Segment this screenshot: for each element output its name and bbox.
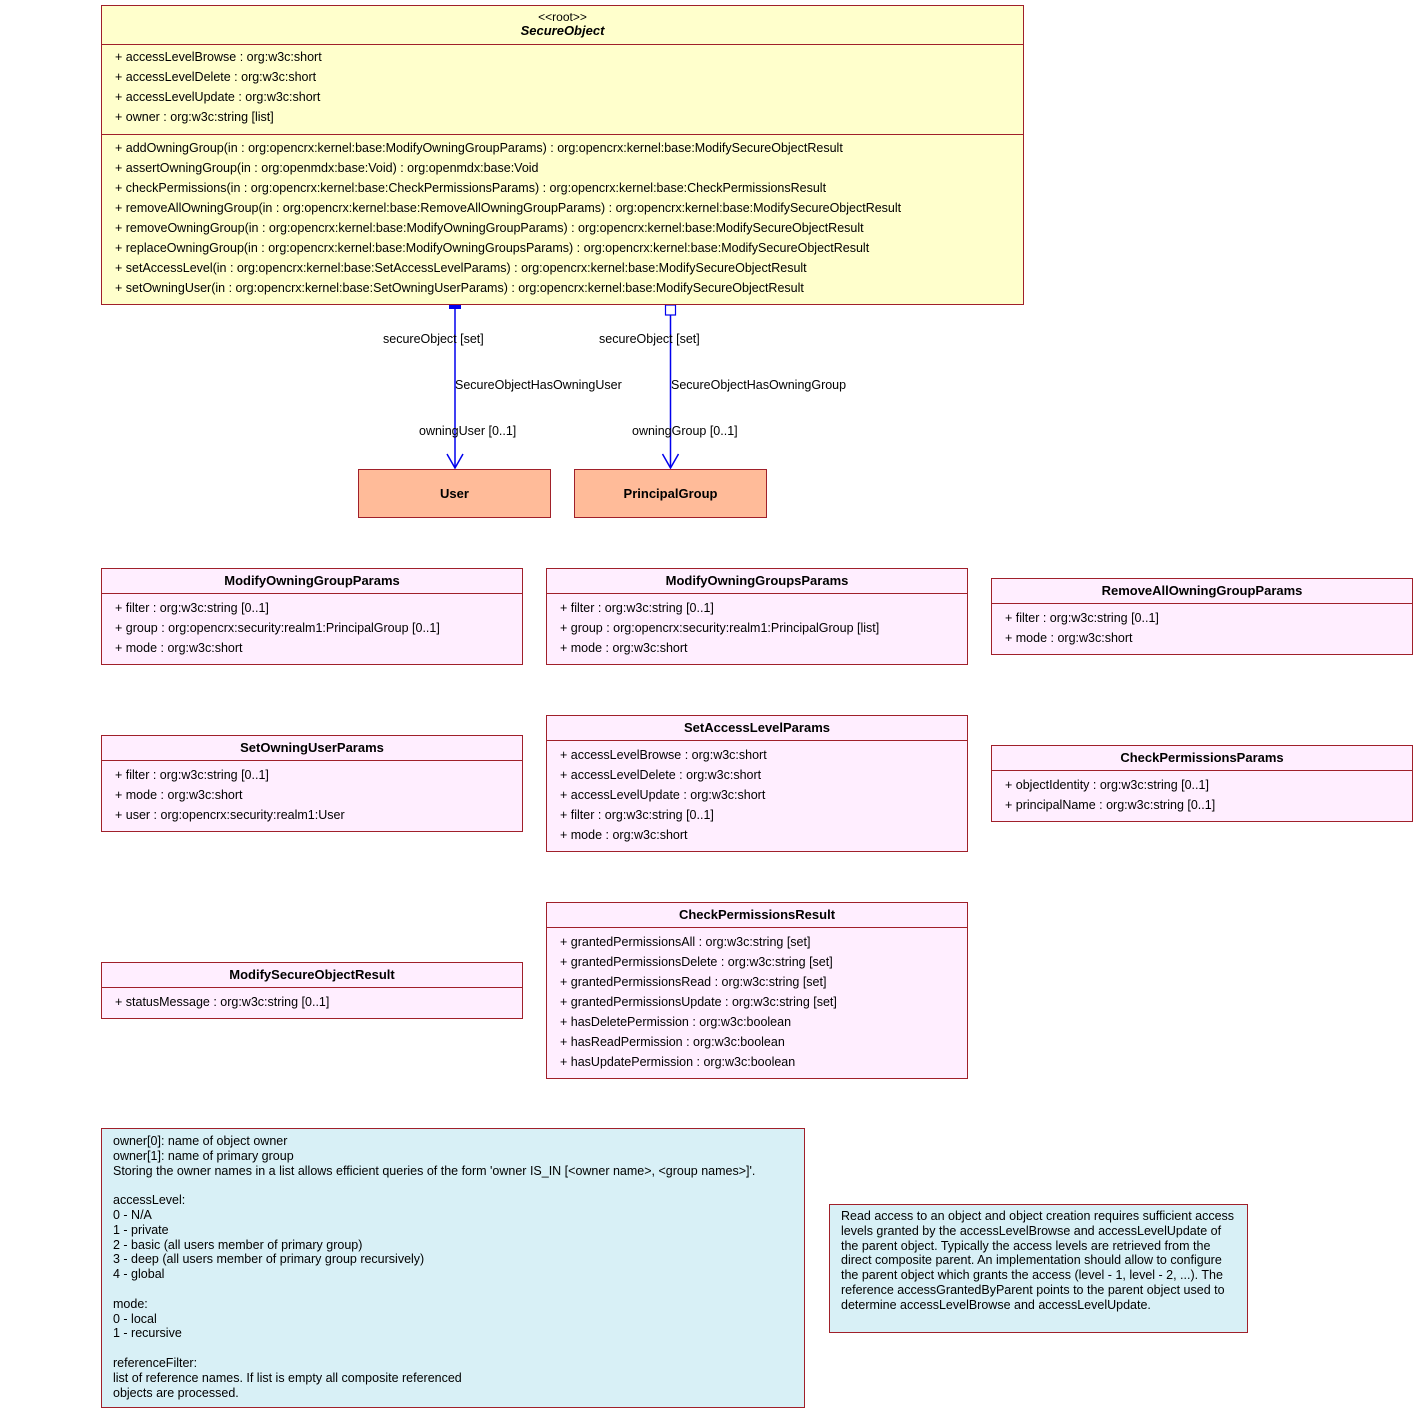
attribute-row: + filter : org:w3c:string [0..1] [560, 808, 714, 822]
class-name: CheckPermissionsParams [992, 746, 1412, 771]
principal-group-class: PrincipalGroup [574, 469, 767, 518]
operation-row: + replaceOwningGroup(in : org:opencrx:ke… [115, 241, 870, 255]
class-attributes: + accessLevelBrowse : org:w3c:short + ac… [547, 741, 967, 848]
attribute-row: + accessLevelUpdate : org:w3c:short [560, 788, 766, 802]
secure-object-name: SecureObject [520, 23, 605, 38]
secure-object-stereotype: <<root>> [538, 10, 587, 24]
group-target-role-label: owningGroup [0..1] [632, 424, 738, 438]
attribute-row: + grantedPermissionsUpdate : org:w3c:str… [560, 995, 837, 1009]
attribute-row: + filter : org:w3c:string [0..1] [115, 601, 269, 615]
attribute-row: + group : org:opencrx:security:realm1:Pr… [115, 621, 440, 635]
attribute-row: + filter : org:w3c:string [0..1] [115, 768, 269, 782]
operation-row: + setAccessLevel(in : org:opencrx:kernel… [115, 261, 807, 275]
attribute-row: + accessLevelDelete : org:w3c:short [560, 768, 762, 782]
class-name: SetOwningUserParams [102, 736, 522, 761]
attribute-row: + grantedPermissionsRead : org:w3c:strin… [560, 975, 827, 989]
read-access-note: Read access to an object and object crea… [829, 1204, 1248, 1333]
check-permissions-params-class: CheckPermissionsParams + objectIdentity … [991, 745, 1413, 822]
secure-object-class: <<root>> SecureObject + accessLevelBrows… [101, 5, 1024, 305]
attribute-row: + statusMessage : org:w3c:string [0..1] [115, 995, 330, 1009]
attribute-row: + principalName : org:w3c:string [0..1] [1005, 798, 1216, 812]
attribute-row: + owner : org:w3c:string [list] [115, 110, 274, 124]
group-association-name-label: SecureObjectHasOwningGroup [671, 378, 847, 392]
owner-access-level-note: owner[0]: name of object owner owner[1]:… [101, 1128, 805, 1408]
set-access-level-params-class: SetAccessLevelParams + accessLevelBrowse… [546, 715, 968, 852]
attribute-row: + mode : org:w3c:short [115, 788, 243, 802]
attribute-row: + user : org:opencrx:security:realm1:Use… [115, 808, 345, 822]
operation-row: + removeOwningGroup(in : org:opencrx:ker… [115, 221, 864, 235]
operation-row: + checkPermissions(in : org:opencrx:kern… [115, 181, 827, 195]
secure-object-header: <<root>> SecureObject [102, 6, 1023, 45]
operation-row: + setOwningUser(in : org:opencrx:kernel:… [115, 281, 804, 295]
secure-object-attributes: + accessLevelBrowse : org:w3c:short + ac… [102, 45, 1023, 135]
attribute-row: + filter : org:w3c:string [0..1] [1005, 611, 1159, 625]
attribute-row: + accessLevelDelete : org:w3c:short [115, 70, 317, 84]
note-text: owner[0]: name of object owner owner[1]:… [113, 1134, 756, 1400]
modify-secure-object-result-class: ModifySecureObjectResult + statusMessage… [101, 962, 523, 1019]
modify-owning-group-params-class: ModifyOwningGroupParams + filter : org:w… [101, 568, 523, 665]
attribute-row: + mode : org:w3c:short [115, 641, 243, 655]
class-name: SetAccessLevelParams [547, 716, 967, 741]
class-attributes: + filter : org:w3c:string [0..1] + group… [547, 594, 967, 661]
operation-row: + assertOwningGroup(in : org:openmdx:bas… [115, 161, 539, 175]
attribute-row: + accessLevelUpdate : org:w3c:short [115, 90, 321, 104]
attribute-row: + objectIdentity : org:w3c:string [0..1] [1005, 778, 1209, 792]
attribute-row: + hasUpdatePermission : org:w3c:boolean [560, 1055, 796, 1069]
association-secure-object-has-owning-user [446, 304, 464, 470]
class-attributes: + filter : org:w3c:string [0..1] + mode … [992, 604, 1412, 651]
class-attributes: + statusMessage : org:w3c:string [0..1] [102, 988, 522, 1015]
attribute-row: + hasReadPermission : org:w3c:boolean [560, 1035, 785, 1049]
attribute-row: + accessLevelBrowse : org:w3c:short [115, 50, 322, 64]
user-target-role-label: owningUser [0..1] [419, 424, 517, 438]
class-name: ModifyOwningGroupsParams [547, 569, 967, 594]
user-association-name-label: SecureObjectHasOwningUser [455, 378, 622, 392]
modify-owning-groups-params-class: ModifyOwningGroupsParams + filter : org:… [546, 568, 968, 665]
user-source-role-label: secureObject [set] [383, 332, 484, 346]
operation-row: + addOwningGroup(in : org:opencrx:kernel… [115, 141, 843, 155]
attribute-row: + mode : org:w3c:short [560, 828, 688, 842]
class-name: ModifyOwningGroupParams [102, 569, 522, 594]
secure-object-operations: + addOwningGroup(in : org:opencrx:kernel… [102, 135, 1023, 301]
user-class: User [358, 469, 551, 518]
attribute-row: + hasDeletePermission : org:w3c:boolean [560, 1015, 792, 1029]
attribute-row: + grantedPermissionsDelete : org:w3c:str… [560, 955, 833, 969]
remove-all-owning-group-params-class: RemoveAllOwningGroupParams + filter : or… [991, 578, 1413, 655]
attribute-row: + grantedPermissionsAll : org:w3c:string… [560, 935, 811, 949]
association-secure-object-has-owning-group [661, 304, 680, 470]
class-name: RemoveAllOwningGroupParams [992, 579, 1412, 604]
class-attributes: + objectIdentity : org:w3c:string [0..1]… [992, 771, 1412, 818]
class-name: CheckPermissionsResult [547, 903, 967, 928]
class-attributes: + filter : org:w3c:string [0..1] + group… [102, 594, 522, 661]
class-name: ModifySecureObjectResult [102, 963, 522, 988]
attribute-row: + accessLevelBrowse : org:w3c:short [560, 748, 767, 762]
note-text: Read access to an object and object crea… [841, 1209, 1235, 1312]
attribute-row: + mode : org:w3c:short [560, 641, 688, 655]
attribute-row: + filter : org:w3c:string [0..1] [560, 601, 714, 615]
attribute-row: + mode : org:w3c:short [1005, 631, 1133, 645]
check-permissions-result-class: CheckPermissionsResult + grantedPermissi… [546, 902, 968, 1079]
attribute-row: + group : org:opencrx:security:realm1:Pr… [560, 621, 880, 635]
class-attributes: + filter : org:w3c:string [0..1] + mode … [102, 761, 522, 828]
set-owning-user-params-class: SetOwningUserParams + filter : org:w3c:s… [101, 735, 523, 832]
group-source-role-label: secureObject [set] [599, 332, 700, 346]
operation-row: + removeAllOwningGroup(in : org:opencrx:… [115, 201, 902, 215]
class-attributes: + grantedPermissionsAll : org:w3c:string… [547, 928, 967, 1075]
